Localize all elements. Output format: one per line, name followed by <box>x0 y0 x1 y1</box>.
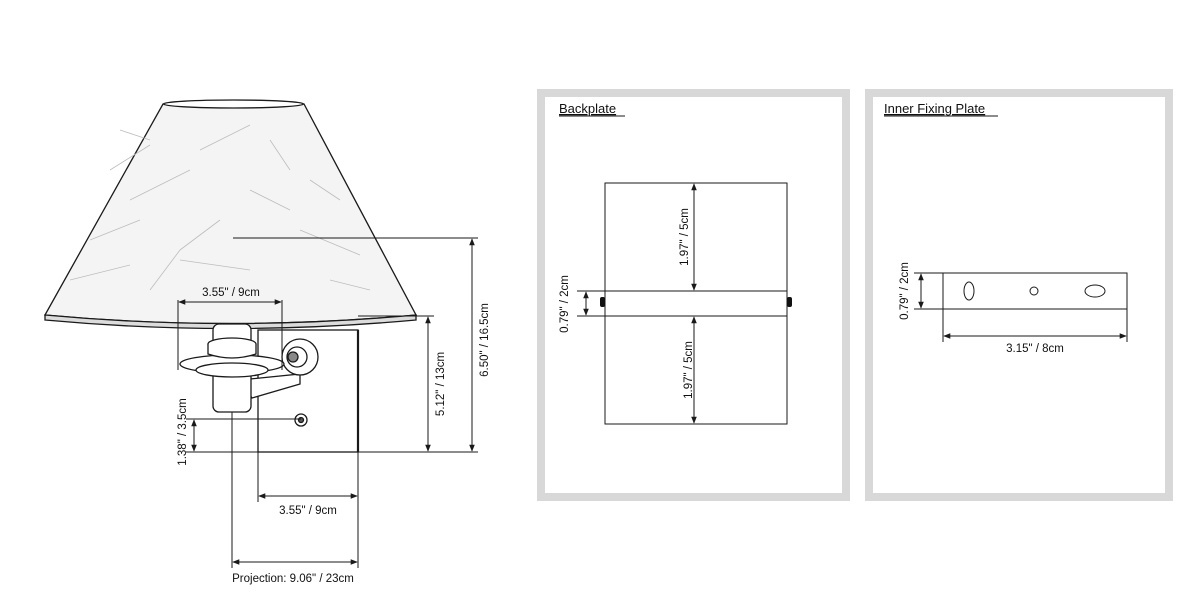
dim-backplate-top-gap: 1.97" / 5cm <box>679 208 691 266</box>
dim-inner-plate-width: 3.15" / 8cm <box>1006 343 1064 355</box>
dim-total-height: 6.50" / 16.5cm <box>479 303 491 377</box>
dim-backplate-slot: 0.79" / 2cm <box>559 275 571 333</box>
inner-plate-title: Inner Fixing Plate <box>884 101 985 116</box>
dim-inner-plate-height: 0.79" / 2cm <box>899 262 911 320</box>
dim-backplate-bottom-gap: 1.97" / 5cm <box>683 341 695 399</box>
backplate-panel: Backplate 1.97" / 5cm 0.79" / 2cm 1.97" … <box>537 89 850 501</box>
inner-plate-hole-left <box>963 281 975 301</box>
inner-plate-hole-center <box>1029 286 1039 296</box>
backplate-slot-right <box>787 297 792 307</box>
inner-plate-hole-right <box>1084 284 1106 298</box>
inner-plate-panel: Inner Fixing Plate 0.79" / 2cm 3.15" / 8… <box>865 89 1173 501</box>
dim-backplate-height: 5.12" / 13cm <box>435 352 447 416</box>
backplate-slot-left <box>600 297 605 307</box>
dim-arm-depth: 3.55" / 9cm <box>279 505 337 517</box>
dim-shade-width: 3.55" / 9cm <box>202 287 260 299</box>
inner-plate-outline <box>942 272 1128 310</box>
lamp-drawing <box>43 99 418 453</box>
dim-projection: Projection: 9.06" / 23cm <box>232 573 354 585</box>
backplate-title: Backplate <box>559 101 616 116</box>
dim-switch-offset: 1.38" / 3.5cm <box>177 398 189 465</box>
lamp-dimension-lines <box>177 237 478 568</box>
